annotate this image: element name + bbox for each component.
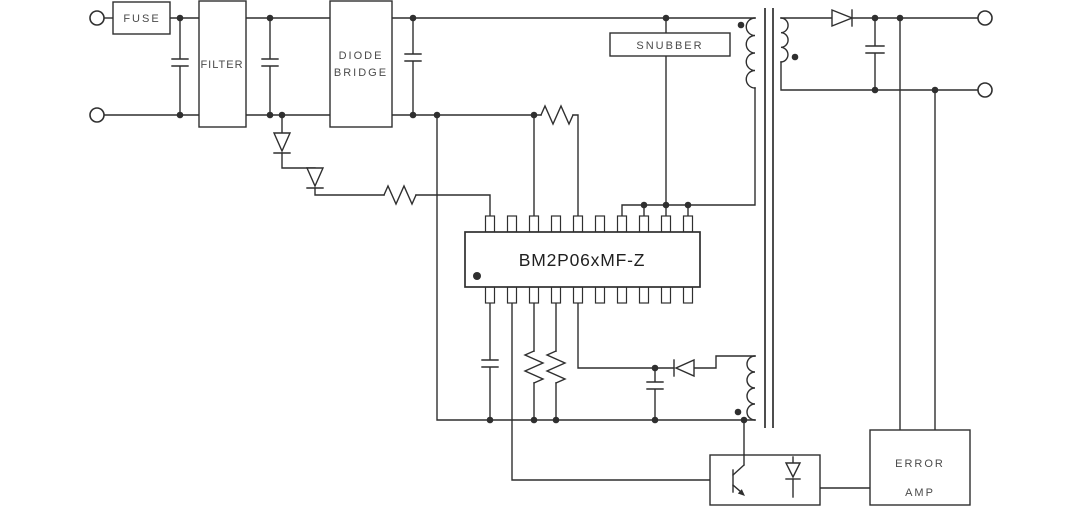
secondary-winding bbox=[780, 17, 789, 63]
error-amp-label-1: ERROR bbox=[895, 458, 945, 470]
filter-label: FILTER bbox=[200, 59, 243, 71]
startup-resistor bbox=[383, 184, 417, 206]
ic-pins-top bbox=[484, 215, 694, 233]
diode-bridge-label-1: DIODE bbox=[339, 50, 384, 62]
input-terminal-bottom bbox=[89, 107, 105, 123]
fuse: FUSE bbox=[112, 1, 171, 35]
startup-diode-2 bbox=[305, 167, 325, 189]
error-amp-box bbox=[869, 429, 971, 506]
fuse-box bbox=[112, 1, 171, 35]
ic-bm2p06: BM2P06xMF-Z bbox=[464, 215, 701, 304]
ic-pin1-marker bbox=[473, 272, 481, 280]
diode-bridge: DIODE BRIDGE bbox=[329, 0, 393, 128]
primary-polarity-dot bbox=[737, 21, 745, 29]
output-terminal-pos bbox=[977, 10, 993, 26]
output-diode bbox=[831, 8, 854, 28]
diode-bridge-box bbox=[329, 0, 393, 128]
filter: FILTER bbox=[198, 0, 247, 128]
aux-polarity-dot bbox=[734, 408, 742, 416]
fuse-label: FUSE bbox=[123, 13, 160, 25]
aux-winding bbox=[746, 355, 756, 421]
snubber: SNUBBER bbox=[609, 32, 731, 57]
input-terminal-top bbox=[89, 10, 105, 26]
diode-bridge-label-2: BRIDGE bbox=[334, 67, 388, 79]
ic-label: BM2P06xMF-Z bbox=[519, 250, 645, 270]
vcc-diode bbox=[673, 358, 695, 378]
vcc-cap bbox=[646, 367, 664, 421]
opto-led bbox=[784, 456, 802, 498]
output-terminal-neg bbox=[977, 82, 993, 98]
output-cap bbox=[865, 17, 885, 91]
series-resistor bbox=[540, 104, 574, 126]
ic-pins-bottom bbox=[484, 286, 694, 304]
snubber-label: SNUBBER bbox=[636, 40, 703, 52]
sense-resistor-2 bbox=[545, 350, 567, 384]
optocoupler-box bbox=[709, 454, 821, 506]
filter-box bbox=[198, 0, 247, 128]
bulk-cap bbox=[404, 17, 422, 116]
optocoupler bbox=[709, 454, 821, 506]
junction-dots bbox=[176, 14, 939, 424]
snubber-box bbox=[609, 32, 731, 57]
transformer-core bbox=[764, 8, 774, 428]
secondary-polarity-dot bbox=[791, 53, 799, 61]
transformer bbox=[734, 8, 799, 428]
error-amp-label-2: AMP bbox=[905, 487, 935, 499]
opto-transistor bbox=[732, 454, 745, 496]
primary-winding bbox=[745, 17, 756, 89]
wires bbox=[103, 17, 979, 489]
input-cap bbox=[171, 17, 189, 116]
error-amp: ERROR AMP bbox=[869, 429, 971, 506]
sense-resistor-1 bbox=[523, 350, 545, 384]
filter-cap bbox=[261, 17, 279, 116]
ic-body bbox=[464, 231, 701, 288]
ic-bypass-cap bbox=[481, 302, 499, 421]
startup-diode-1 bbox=[272, 132, 292, 154]
